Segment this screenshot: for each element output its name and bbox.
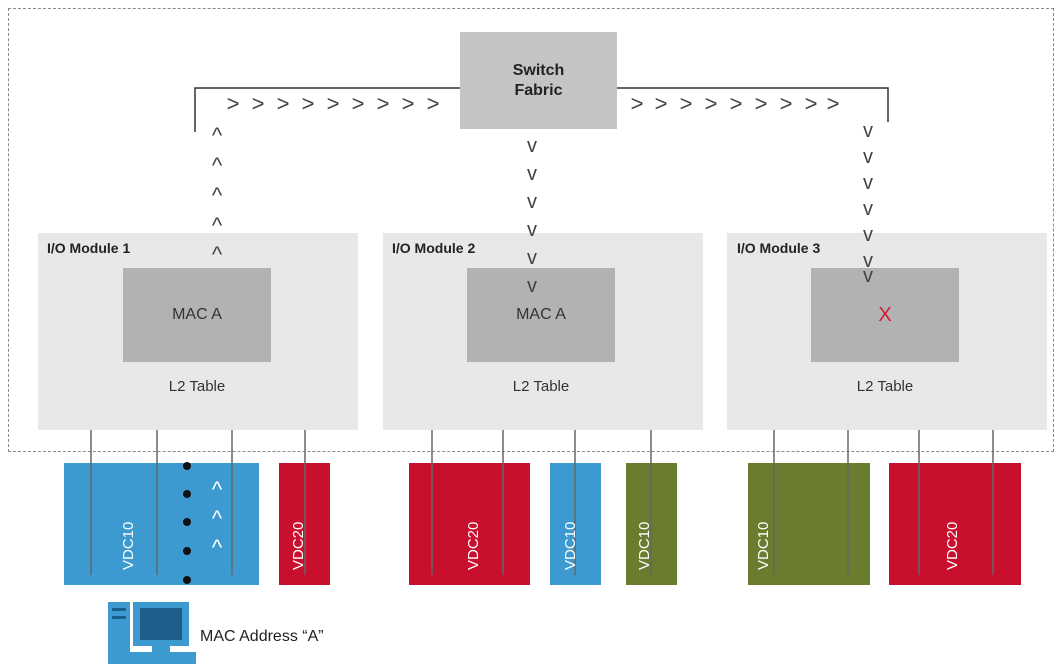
l2-table-label-1: L2 Table <box>168 378 226 395</box>
svg-text:v: v <box>527 135 537 157</box>
svg-text:^: ^ <box>212 535 223 560</box>
svg-text:>: > <box>377 91 390 116</box>
svg-text:v: v <box>863 172 873 194</box>
svg-text:v: v <box>527 219 537 241</box>
svg-text:>: > <box>427 91 440 116</box>
io-module-1-label: I/O Module 1 <box>47 240 131 256</box>
vdc-label-1: VDC10 <box>120 521 137 570</box>
vdc-block-7 <box>889 463 1021 585</box>
vdc-label-5: VDC10 <box>636 521 653 570</box>
switch-fabric-label: Switch Fabric <box>512 61 565 99</box>
vdc-label-2: VDC20 <box>290 521 307 570</box>
l2-table-label-2: L2 Table <box>512 378 570 395</box>
svg-text:v: v <box>863 146 873 168</box>
svg-text:>: > <box>827 91 840 116</box>
svg-text:>: > <box>352 91 365 116</box>
computer-icon <box>108 602 196 664</box>
flow-arrows: ^ ^ ^ ^ ^ ^ ^ ^ ^ > > > > > > > > > > > … <box>212 91 840 560</box>
down-arrows: v v v v v v v v v v v v v <box>527 120 873 297</box>
svg-text:^: ^ <box>212 213 223 238</box>
io-module-2-label: I/O Module 2 <box>392 240 476 256</box>
l2-table-label-3: L2 Table <box>856 378 914 395</box>
switch-fabric: Switch Fabric <box>460 32 617 129</box>
host-path-dots <box>183 462 191 584</box>
svg-text:v: v <box>863 250 873 272</box>
svg-text:>: > <box>680 91 693 116</box>
svg-text:v: v <box>863 198 873 220</box>
io-module-3-label: I/O Module 3 <box>737 240 821 256</box>
svg-text:>: > <box>755 91 768 116</box>
vdc-label-7: VDC20 <box>944 521 961 570</box>
svg-text:v: v <box>863 224 873 246</box>
svg-text:>: > <box>631 91 644 116</box>
svg-text:^: ^ <box>212 123 223 148</box>
vdc-label-4: VDC10 <box>562 521 579 570</box>
svg-text:>: > <box>402 91 415 116</box>
vdc-block-1 <box>64 463 259 585</box>
svg-text:>: > <box>780 91 793 116</box>
host-label: MAC Address “A” <box>200 628 324 645</box>
svg-text:^: ^ <box>212 242 223 267</box>
vdc-block-3 <box>409 463 530 585</box>
svg-text:v: v <box>527 275 537 297</box>
svg-text:v: v <box>863 120 873 142</box>
svg-text:^: ^ <box>212 448 223 473</box>
svg-text:>: > <box>805 91 818 116</box>
svg-text:>: > <box>327 91 340 116</box>
l2-table-entry-1: MAC A <box>123 268 271 362</box>
svg-text:^: ^ <box>212 153 223 178</box>
l2-table-entry-2: MAC A <box>467 268 615 362</box>
svg-text:v: v <box>527 191 537 213</box>
vdc-label-3: VDC20 <box>465 521 482 570</box>
svg-text:^: ^ <box>212 183 223 208</box>
svg-text:^: ^ <box>212 506 223 531</box>
svg-text:v: v <box>863 265 873 287</box>
svg-text:>: > <box>252 91 265 116</box>
svg-text:>: > <box>277 91 290 116</box>
vdc-label-6: VDC10 <box>755 521 772 570</box>
l2-table-entry-3: X <box>811 268 959 362</box>
svg-text:>: > <box>705 91 718 116</box>
fabric-bus-line-right <box>617 87 889 122</box>
fabric-bus-line <box>194 87 460 132</box>
svg-text:>: > <box>227 91 240 116</box>
port-connectors <box>90 430 994 575</box>
svg-text:>: > <box>730 91 743 116</box>
svg-text:v: v <box>527 247 537 269</box>
chassis-boundary <box>8 8 1054 452</box>
svg-text:v: v <box>527 163 537 185</box>
svg-text:^: ^ <box>212 477 223 502</box>
svg-text:>: > <box>302 91 315 116</box>
vdc-block-6 <box>748 463 870 585</box>
svg-text:>: > <box>655 91 668 116</box>
